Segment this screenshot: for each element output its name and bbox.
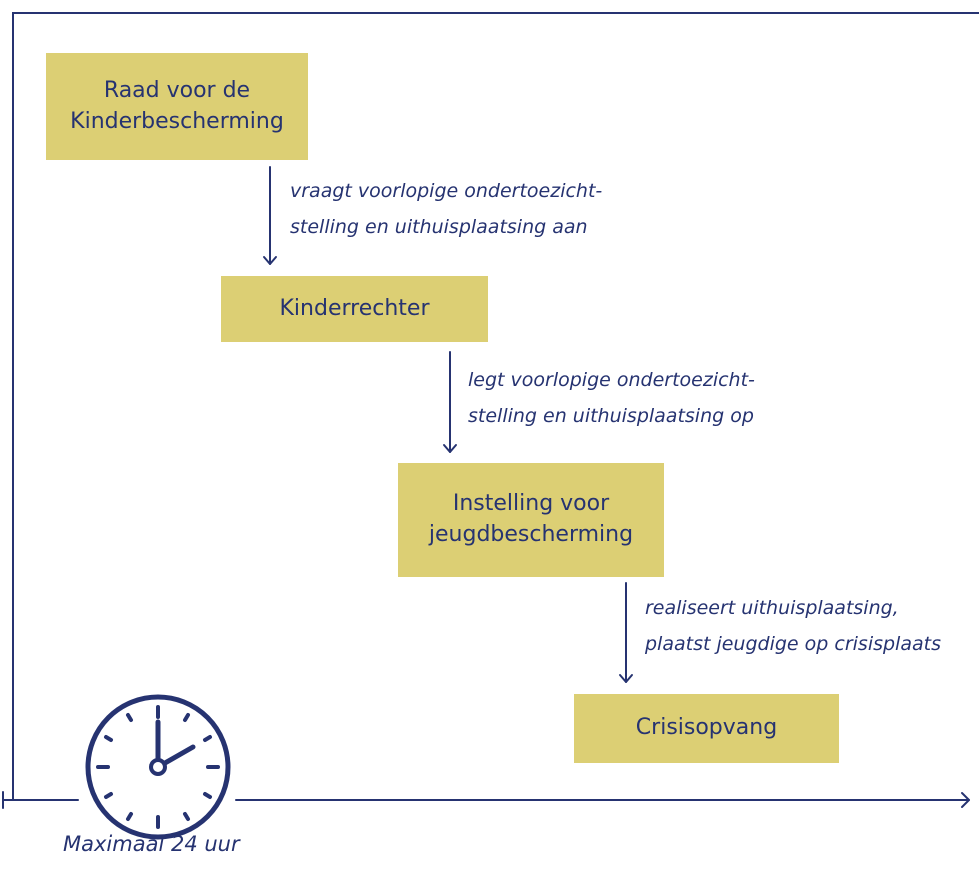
node-label: Kinderrechter: [279, 295, 430, 321]
node-crisisopvang: Crisisopvang: [574, 694, 839, 763]
clock-icon: [85, 694, 231, 840]
transition-label-line: vraagt voorlopige ondertoezicht-: [290, 180, 603, 202]
arrow-down-3: [619, 582, 633, 683]
arrow-down-1: [263, 166, 277, 265]
transition-label-line: legt voorlopige ondertoezicht-: [468, 369, 755, 391]
transition-label-line: stelling en uithuisplaatsing aan: [290, 216, 588, 238]
transition-label-2: legt voorlopige ondertoezicht- stelling …: [468, 362, 755, 434]
node-raad-voor-de-kinderbescherming: Raad voor de Kinderbescherming: [46, 53, 308, 160]
node-label: Instelling voor jeugdbescherming: [428, 491, 634, 547]
node-instelling-voor-jeugdbescherming: Instelling voor jeugdbescherming: [398, 463, 664, 577]
transition-label-1: vraagt voorlopige ondertoezicht- stellin…: [290, 173, 602, 245]
timeline-caption: Maximaal 24 uur: [63, 832, 240, 856]
transition-label-3: realiseert uithuisplaatsing, plaatst jeu…: [645, 590, 941, 662]
node-label: Crisisopvang: [635, 715, 778, 741]
node-kinderrechter: Kinderrechter: [221, 276, 488, 342]
timeline-axis: [2, 791, 970, 809]
arrow-down-2: [443, 351, 457, 453]
transition-label-line: realiseert uithuisplaatsing,: [645, 597, 899, 619]
transition-label-line: stelling en uithuisplaatsing op: [468, 405, 754, 427]
transition-label-line: plaatst jeugdige op crisisplaats: [645, 633, 941, 655]
frame-left-border: [12, 12, 14, 800]
frame-top-border: [12, 12, 979, 14]
node-label: Raad voor de Kinderbescherming: [70, 77, 284, 134]
